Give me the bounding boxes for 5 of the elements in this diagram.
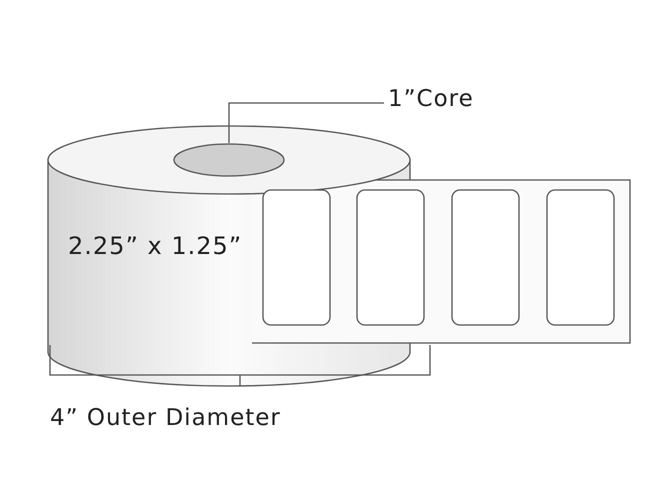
core-hole bbox=[173, 143, 285, 177]
label-size-text: 2.25” x 1.25” bbox=[68, 232, 242, 260]
outer-diameter-label: 4” Outer Diameter bbox=[50, 405, 281, 431]
core-size-label: 1”Core bbox=[388, 86, 518, 120]
leader-line bbox=[228, 102, 384, 143]
